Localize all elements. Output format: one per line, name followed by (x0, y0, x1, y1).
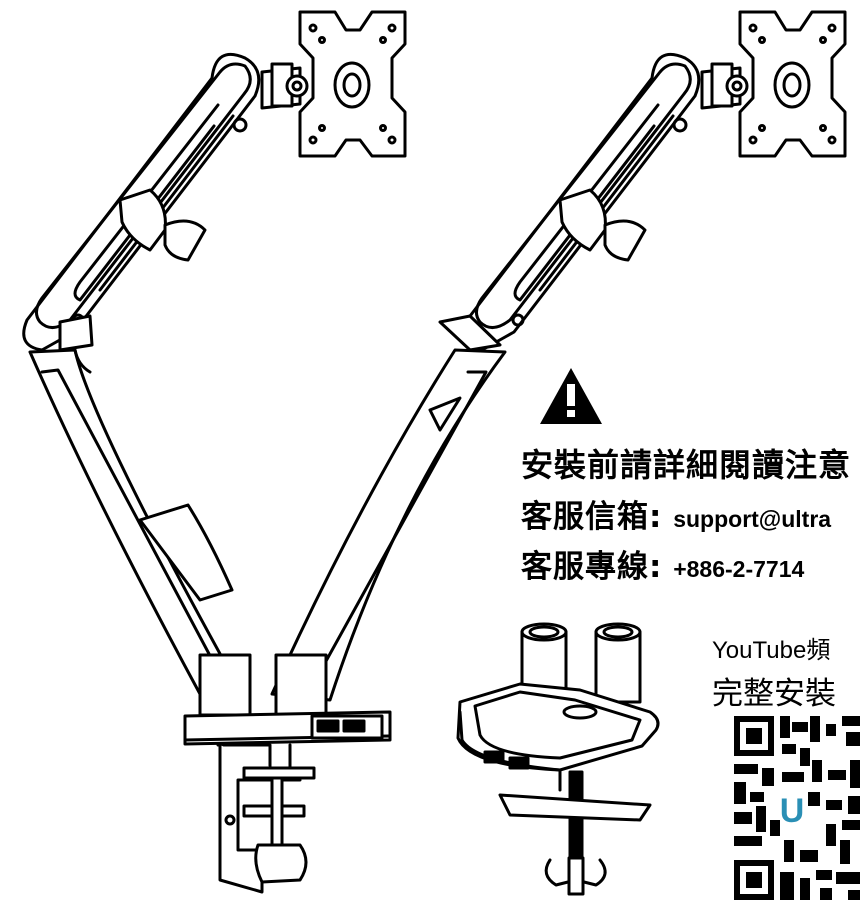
main-base (183, 653, 392, 894)
qr-logo-letter: U (780, 792, 805, 830)
right-arm (270, 52, 749, 702)
install-warning-text: 安裝前請詳細閱讀注意 (521, 446, 852, 484)
full-install-text: 完整安裝 (712, 676, 836, 712)
warning-triangle-icon (540, 368, 602, 424)
clamp-base (456, 622, 660, 896)
qr-code-icon (728, 710, 864, 903)
email-value: support@ultra (673, 506, 832, 532)
left-vesa-plate (298, 10, 407, 158)
support-email-line: 客服信箱: support@ultra (521, 491, 831, 536)
phone-label: 客服專線: (521, 549, 663, 585)
support-phone-line: 客服專線: +886-2-7714 (521, 541, 804, 586)
youtube-channel-text: YouTube頻 (712, 637, 831, 664)
phone-value: +886-2-7714 (673, 556, 805, 582)
email-label: 客服信箱: (521, 499, 663, 535)
right-vesa-plate (738, 10, 847, 158)
left-arm (22, 52, 309, 696)
